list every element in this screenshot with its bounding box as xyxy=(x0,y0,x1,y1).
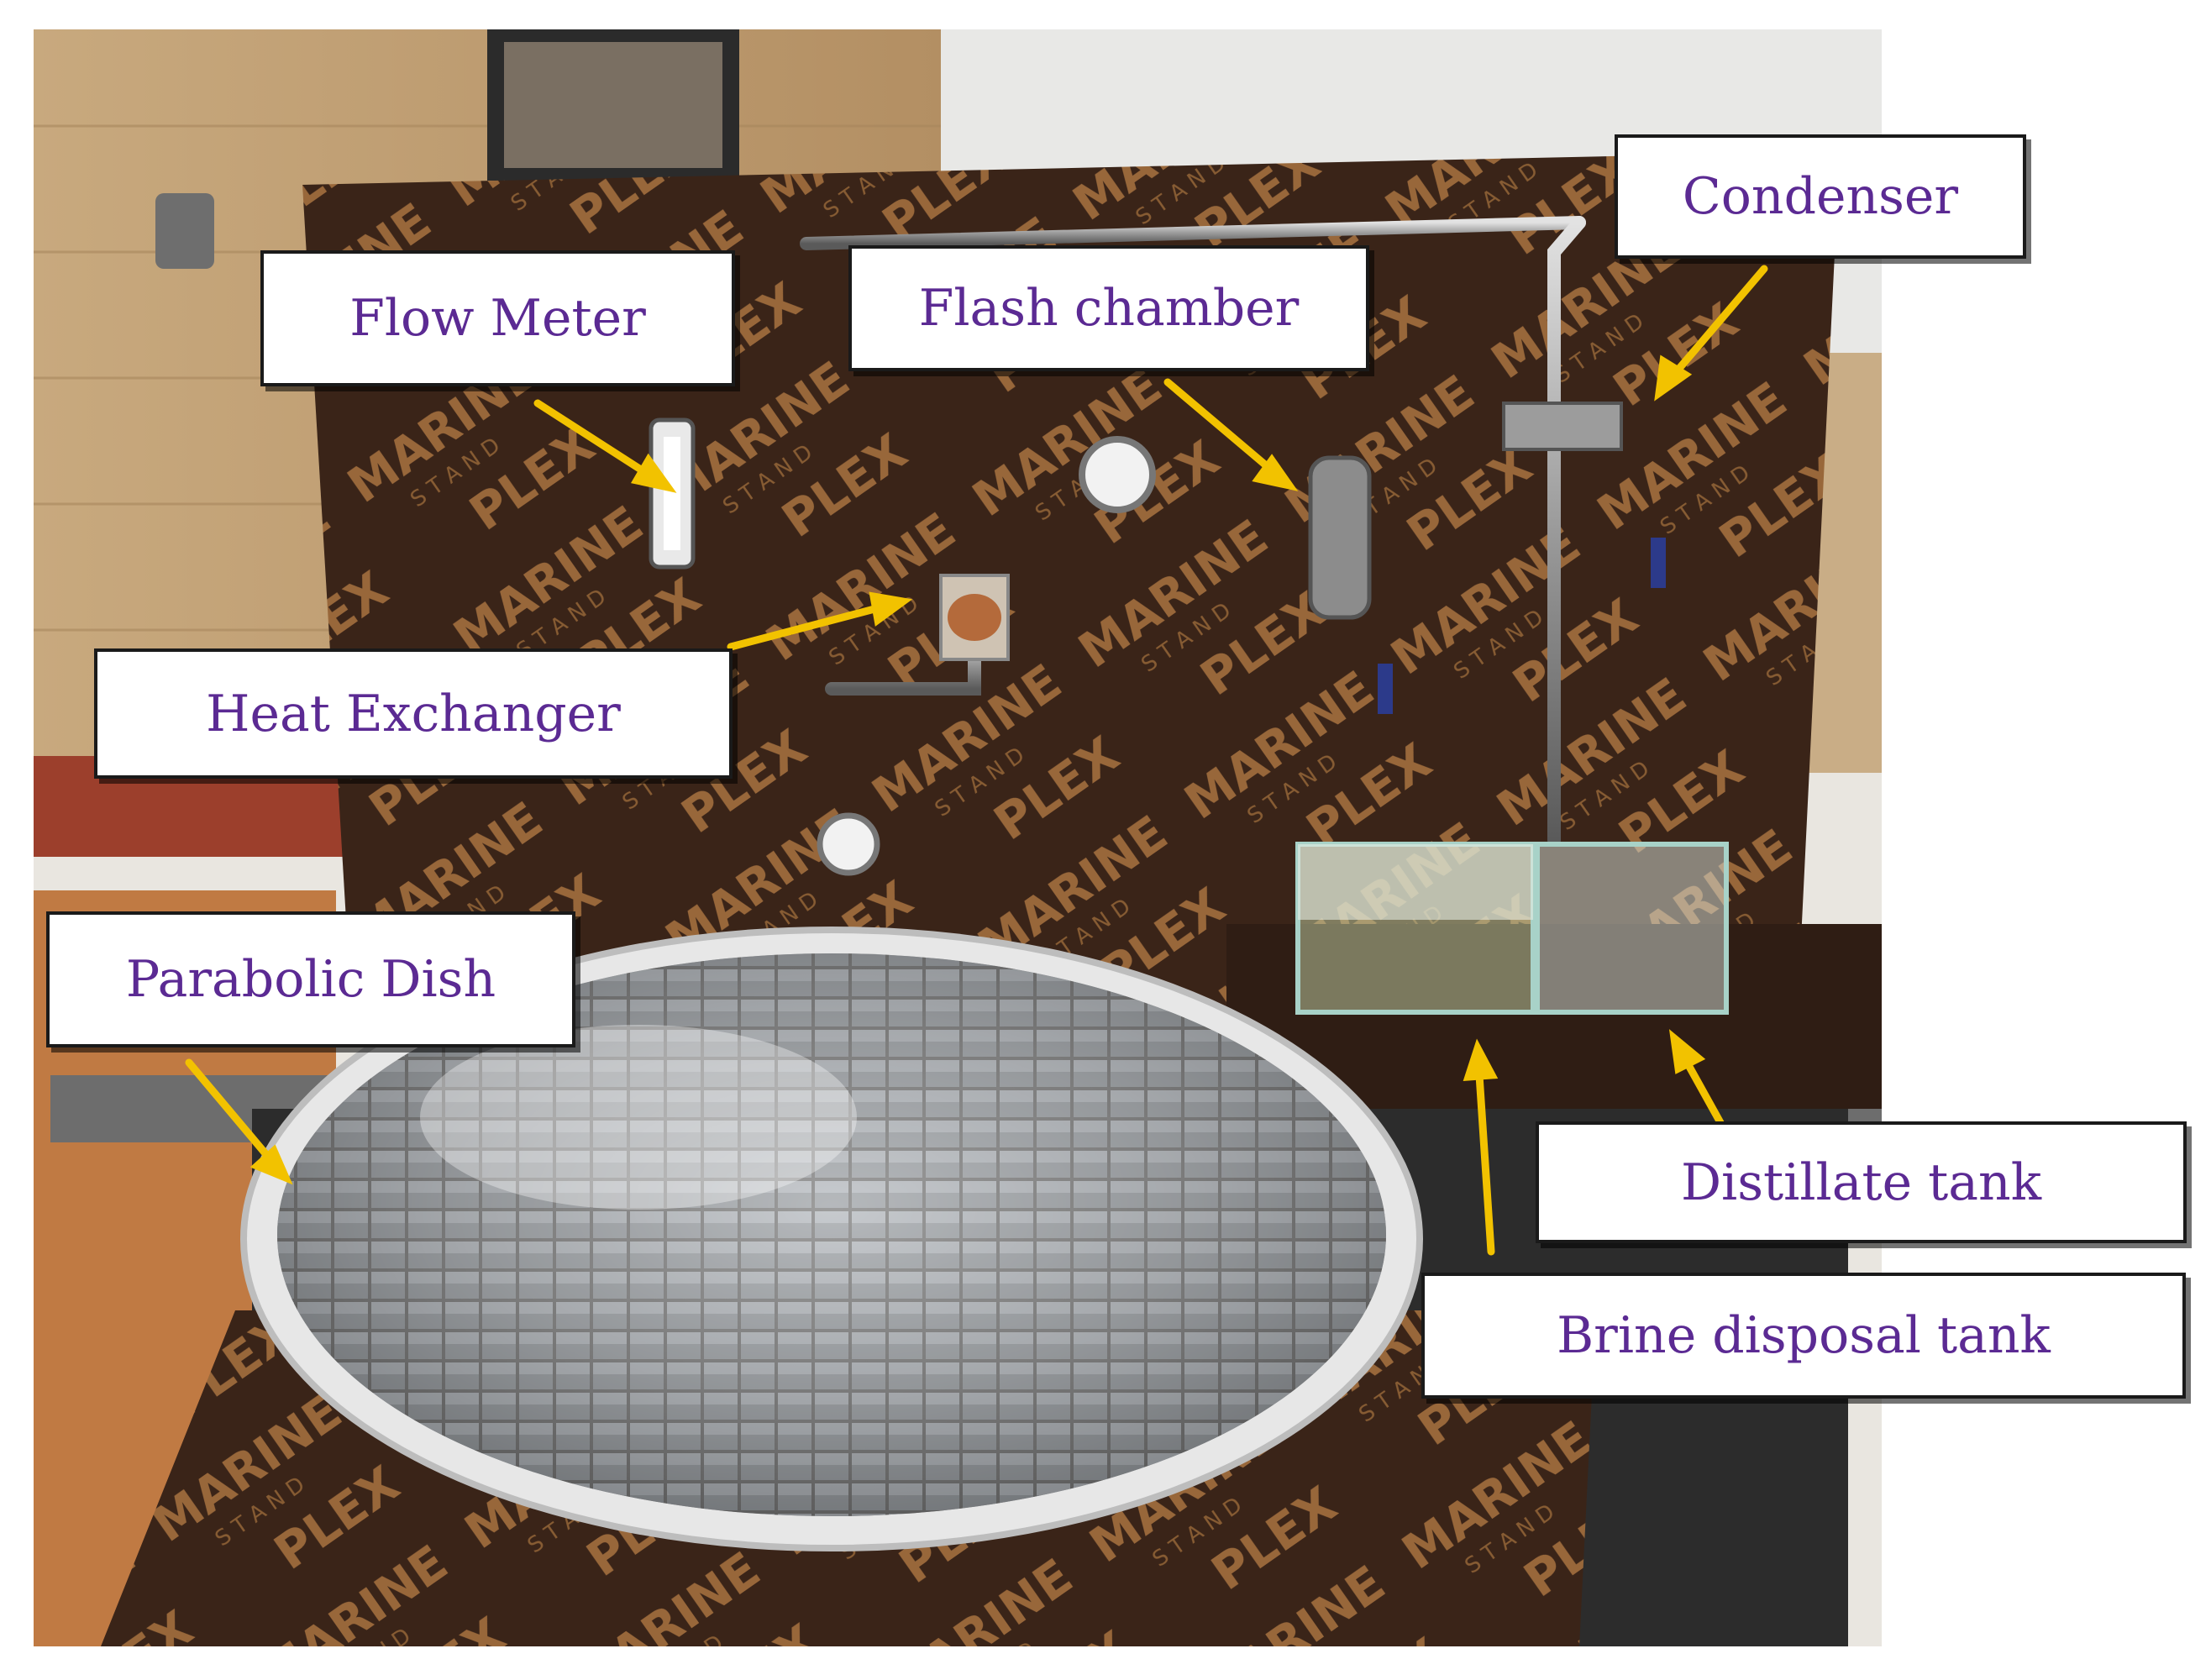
distillate-tank-label: Distillate tank xyxy=(1536,1121,2187,1243)
brine-disposal-tank-label: Brine disposal tank xyxy=(1421,1273,2186,1399)
condenser-label: Condenser xyxy=(1615,134,2026,259)
flow-meter-label: Flow Meter xyxy=(260,250,735,386)
parabolic-dish-label: Parabolic Dish xyxy=(46,911,575,1047)
flash-chamber-label: Flash chamber xyxy=(848,245,1369,371)
heat-exchanger-label: Heat Exchanger xyxy=(94,648,733,779)
